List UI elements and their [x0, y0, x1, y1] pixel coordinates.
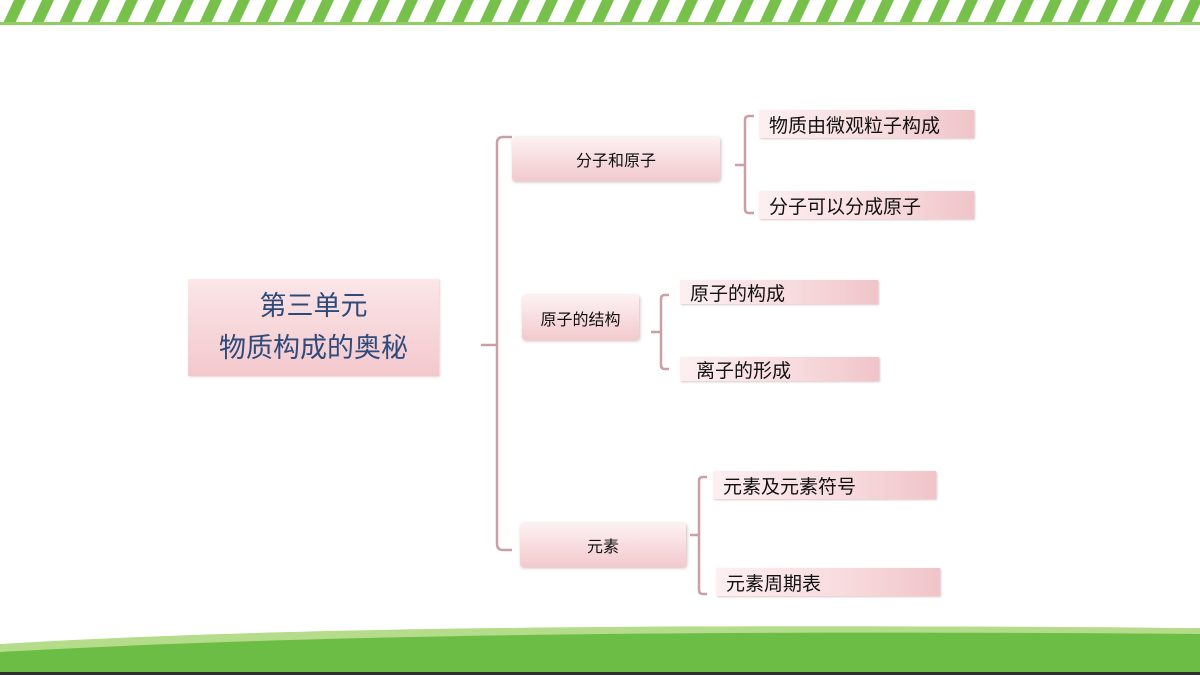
- leaf-node: 元素周期表: [716, 568, 940, 596]
- leaf-node: 离子的形成: [680, 357, 879, 382]
- leaf-node: 分子可以分成原子: [759, 191, 974, 219]
- branch1-bracket: [735, 114, 754, 215]
- bottom-grass-banner: [0, 626, 1200, 675]
- leaf-node: 物质由微观粒子构成: [759, 110, 974, 138]
- root-title-line2: 物质构成的奥秘: [219, 332, 408, 364]
- branch-node-molecules-atoms: 分子和原子: [512, 137, 720, 181]
- leaf-node: 原子的构成: [680, 280, 878, 305]
- branch2-bracket: [651, 293, 669, 371]
- branch3-bracket: [690, 475, 707, 596]
- root-title-line1: 第三单元: [259, 290, 368, 322]
- top-stripe-banner: [0, 0, 1200, 25]
- branch-node-atomic-structure: 原子的结构: [522, 295, 639, 340]
- leaf-node: 元素及元素符号: [713, 471, 936, 499]
- branch-node-elements: 元素: [520, 523, 686, 567]
- root-bracket: [481, 135, 512, 552]
- root-node: 第三单元 物质构成的奥秘: [188, 279, 439, 376]
